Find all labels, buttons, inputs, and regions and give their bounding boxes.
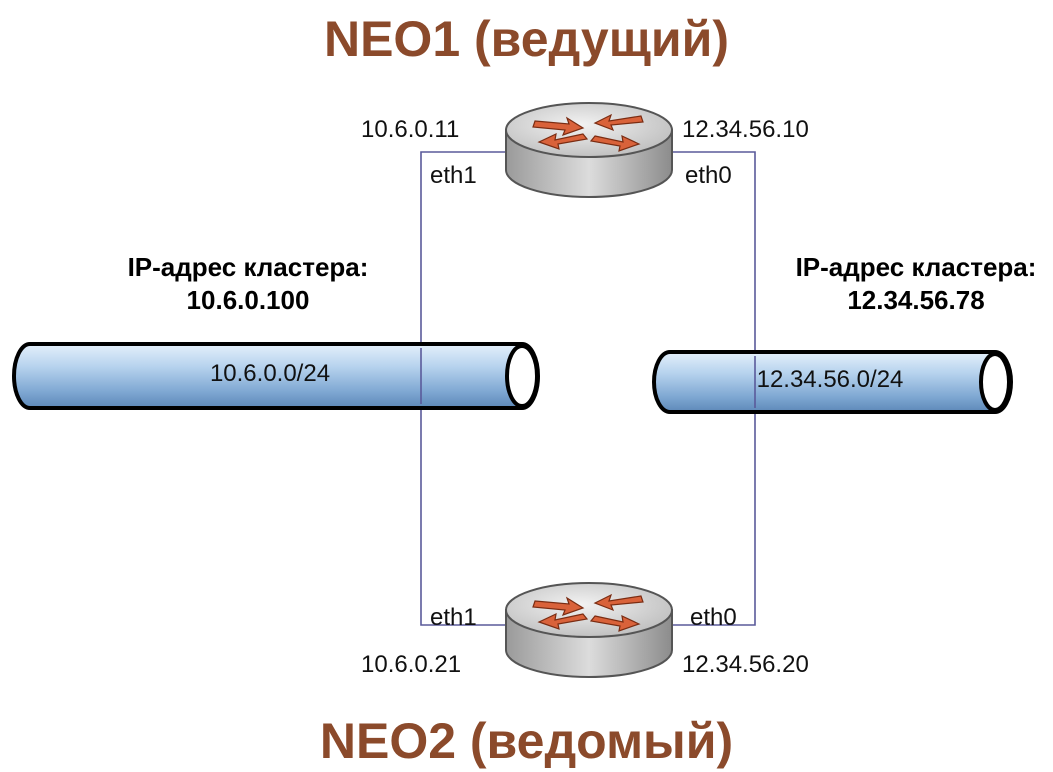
cluster-address-left: 10.6.0.100 — [186, 285, 310, 315]
cluster-caption-left: IP-адрес кластера: — [127, 252, 369, 282]
neo2-left-ip: 10.6.0.21 — [361, 651, 462, 678]
neo1-right-ip: 12.34.56.10 — [682, 116, 809, 143]
network-label-left: 10.6.0.0/24 — [209, 360, 331, 387]
neo1-right-iface: eth0 — [685, 162, 732, 189]
router-title-neo2: NEO2 (ведомый) — [319, 713, 734, 769]
router-title-neo1: NEO1 (ведущий) — [323, 11, 730, 67]
neo1-left-ip: 10.6.0.11 — [361, 116, 460, 143]
neo2-left-iface: eth1 — [430, 604, 477, 631]
neo2-right-ip: 12.34.56.20 — [682, 651, 809, 678]
neo2-right-iface: eth0 — [690, 604, 737, 631]
neo1-left-iface: eth1 — [430, 162, 477, 189]
network-pipe-right — [652, 350, 1013, 414]
router-icon — [505, 582, 673, 678]
network-label-right: 12.34.56.0/24 — [756, 366, 904, 393]
network-pipe-left — [12, 342, 540, 410]
router-icon — [505, 102, 673, 198]
cluster-caption-right: IP-адрес кластера: — [795, 252, 1037, 282]
cluster-address-right: 12.34.56.78 — [847, 285, 985, 315]
